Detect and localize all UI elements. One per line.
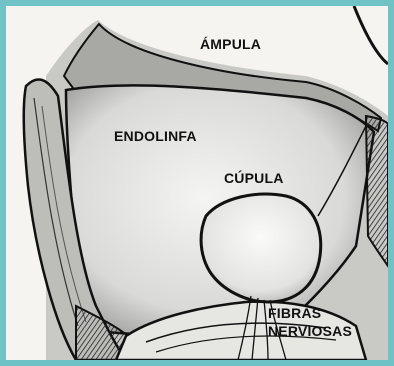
label-endolinfa: ENDOLINFA <box>114 128 197 144</box>
diagram-frame: ÁMPULA ENDOLINFA CÚPULA FIBRAS NERVIOSAS <box>6 6 388 360</box>
label-fibras-line1: FIBRAS <box>268 304 352 322</box>
canal-arc <box>354 6 388 64</box>
label-ampula: ÁMPULA <box>200 36 261 52</box>
label-cupula: CÚPULA <box>224 170 284 186</box>
label-fibras-line2: NERVIOSAS <box>268 322 352 340</box>
label-fibras-nerviosas: FIBRAS NERVIOSAS <box>268 304 352 340</box>
